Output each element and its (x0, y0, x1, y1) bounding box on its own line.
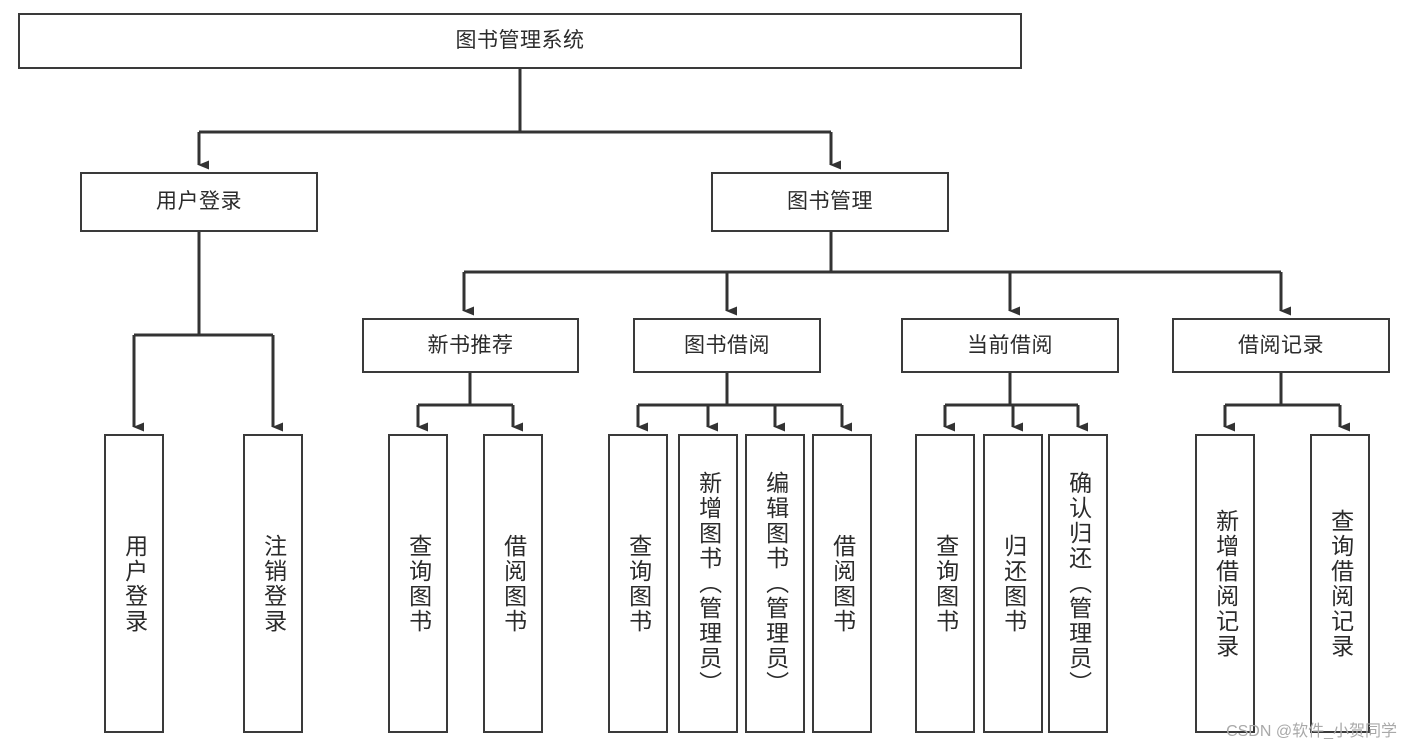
node-book-management[interactable]: 图书管理 (711, 172, 949, 232)
leaf-user-logout-label: 注销登录 (260, 533, 287, 634)
leaf-edit-book[interactable]: 编辑图书（管理员） (745, 434, 805, 733)
leaf-borrow-book-recommend[interactable]: 借阅图书 (483, 434, 543, 733)
leaf-query-book-current[interactable]: 查询图书 (915, 434, 975, 733)
leaf-query-borrow-record[interactable]: 查询借阅记录 (1310, 434, 1370, 733)
node-new-book-recommendation[interactable]: 新书推荐 (362, 318, 579, 373)
leaf-user-login-label: 用户登录 (121, 533, 148, 634)
leaf-add-borrow-record[interactable]: 新增借阅记录 (1195, 434, 1255, 733)
leaf-add-book-label: 新增图书（管理员） (695, 471, 722, 696)
leaf-user-login[interactable]: 用户登录 (104, 434, 164, 733)
leaf-confirm-return[interactable]: 确认归还（管理员） (1048, 434, 1108, 733)
node-new-book-recommendation-label: 新书推荐 (427, 333, 514, 357)
node-book-management-label: 图书管理 (787, 190, 873, 214)
leaf-return-book-label: 归还图书 (1000, 533, 1027, 634)
node-current-borrowing-label: 当前借阅 (967, 333, 1053, 357)
leaf-query-book-recommend-label: 查询图书 (405, 533, 432, 634)
leaf-borrow-book[interactable]: 借阅图书 (812, 434, 872, 733)
node-root[interactable]: 图书管理系统 (18, 13, 1022, 69)
node-user-login-label: 用户登录 (156, 190, 242, 214)
node-borrowing-records[interactable]: 借阅记录 (1172, 318, 1390, 373)
leaf-query-book-recommend[interactable]: 查询图书 (388, 434, 448, 733)
leaf-confirm-return-label: 确认归还（管理员） (1065, 471, 1092, 696)
node-current-borrowing[interactable]: 当前借阅 (901, 318, 1119, 373)
leaf-borrow-book-label: 借阅图书 (829, 533, 856, 634)
node-user-login[interactable]: 用户登录 (80, 172, 318, 232)
leaf-return-book[interactable]: 归还图书 (983, 434, 1043, 733)
leaf-edit-book-label: 编辑图书（管理员） (762, 471, 789, 696)
leaf-add-book[interactable]: 新增图书（管理员） (678, 434, 738, 733)
node-book-borrowing[interactable]: 图书借阅 (633, 318, 821, 373)
leaf-query-book-current-label: 查询图书 (932, 533, 959, 634)
leaf-user-logout[interactable]: 注销登录 (243, 434, 303, 733)
csdn-watermark: CSDN @软件_小贺同学 (1226, 723, 1397, 740)
leaf-add-borrow-record-label: 新增借阅记录 (1212, 508, 1239, 659)
leaf-query-borrow-record-label: 查询借阅记录 (1327, 508, 1354, 659)
node-book-borrowing-label: 图书借阅 (684, 333, 770, 357)
leaf-borrow-book-recommend-label: 借阅图书 (500, 533, 527, 634)
node-root-label: 图书管理系统 (455, 29, 585, 53)
leaf-query-book-borrow[interactable]: 查询图书 (608, 434, 668, 733)
node-borrowing-records-label: 借阅记录 (1238, 333, 1324, 357)
leaf-query-book-borrow-label: 查询图书 (625, 533, 652, 634)
